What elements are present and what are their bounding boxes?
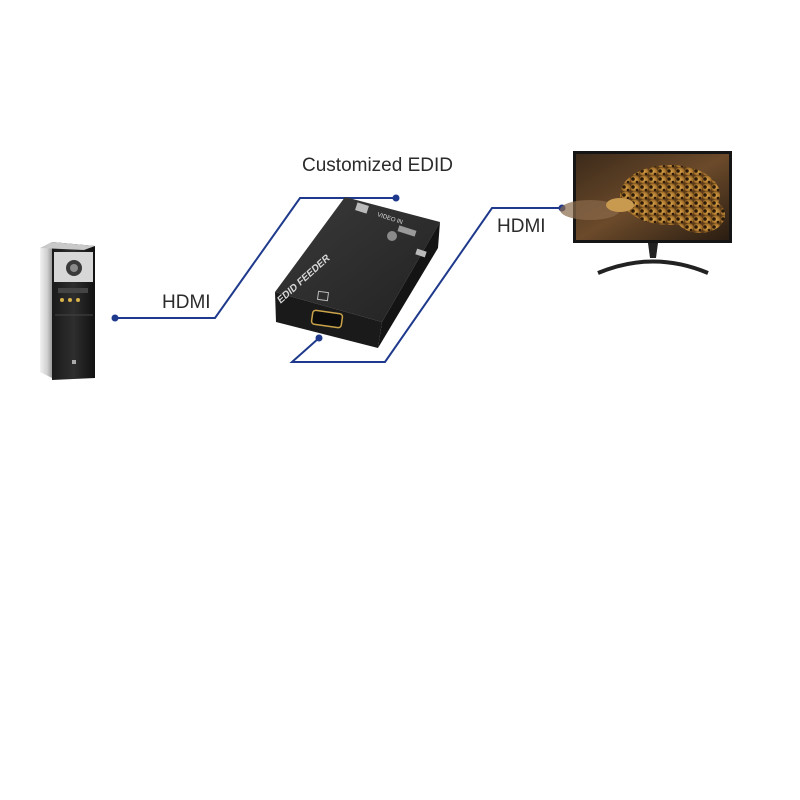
- endpoint-edid-output: [315, 334, 323, 342]
- hdmi-output-cable: [289, 207, 562, 363]
- endpoint-pc: [111, 314, 119, 322]
- desktop-pc-tower-icon: [40, 242, 95, 380]
- hdmi-input-label: HDMI: [162, 292, 211, 313]
- endpoint-edid-input: [392, 194, 400, 202]
- monitor-icon: [560, 151, 732, 275]
- edid-feeder-box-icon: VIDEO IN EDID FEEDER: [275, 197, 440, 348]
- hdmi-output-label: HDMI: [497, 216, 546, 237]
- customized-edid-label: Customized EDID: [302, 155, 453, 176]
